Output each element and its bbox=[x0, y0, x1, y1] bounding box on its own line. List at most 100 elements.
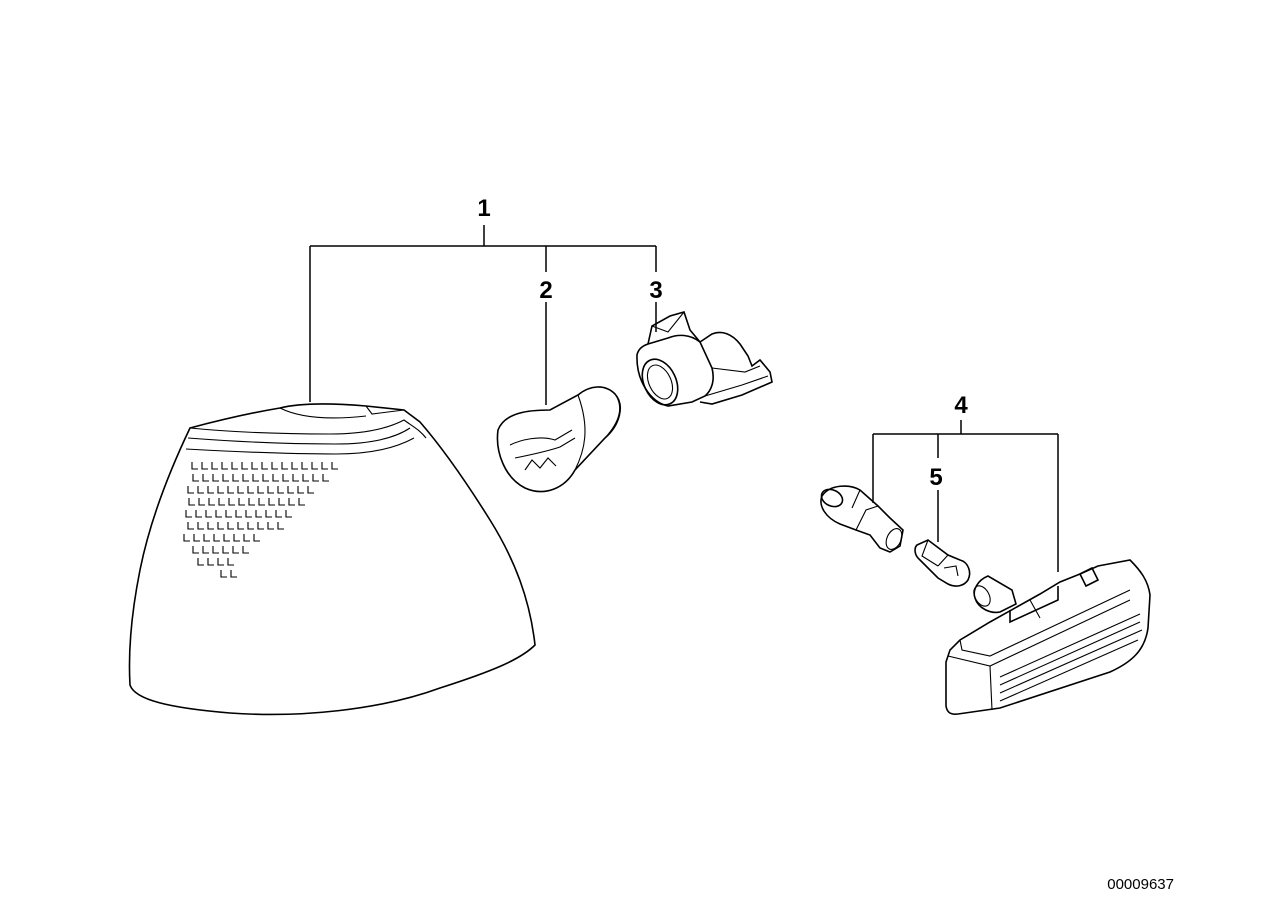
turn-indicator-lens bbox=[128, 403, 536, 716]
lens-pattern-cell bbox=[217, 522, 224, 530]
lens-pattern-cell bbox=[202, 546, 209, 554]
lens-pattern-cell bbox=[291, 462, 298, 470]
lens-pattern-cell bbox=[277, 486, 284, 494]
lens-pattern-cell bbox=[247, 486, 254, 494]
bulb-socket-icon bbox=[636, 311, 773, 407]
lens-pattern-cell bbox=[187, 486, 194, 494]
callout-label-1: 1 bbox=[477, 195, 490, 222]
lens-pattern-cell bbox=[225, 510, 232, 518]
lens-pattern-cell bbox=[191, 462, 198, 470]
lens-pattern-cell bbox=[255, 510, 262, 518]
lens-pattern-cell bbox=[212, 474, 219, 482]
lens-pattern-cell bbox=[237, 522, 244, 530]
lens-pattern-cell bbox=[257, 522, 264, 530]
lens-pattern-cell bbox=[241, 462, 248, 470]
lens-pattern-cell bbox=[185, 510, 192, 518]
lens-pattern-cell bbox=[230, 570, 237, 578]
lens-pattern-cell bbox=[237, 486, 244, 494]
lens-pattern-cell bbox=[331, 462, 338, 470]
lens-pattern-cell bbox=[297, 486, 304, 494]
lens-pattern-cell bbox=[232, 546, 239, 554]
lens-pattern-cell bbox=[202, 474, 209, 482]
lens-pattern-cell bbox=[188, 498, 195, 506]
lens-pattern-cell bbox=[292, 474, 299, 482]
lens-pattern-cell bbox=[187, 522, 194, 530]
lens-pattern-cell bbox=[217, 486, 224, 494]
lens-pattern-cell bbox=[312, 474, 319, 482]
lens-pattern-cell bbox=[267, 486, 274, 494]
lens-pattern-cell bbox=[223, 534, 230, 542]
callout-label-2: 2 bbox=[539, 277, 552, 304]
lens-pattern-cell bbox=[251, 462, 258, 470]
lens-pattern-cell bbox=[183, 534, 190, 542]
lens-pattern-cell bbox=[262, 474, 269, 482]
lens-pattern-cell bbox=[217, 558, 224, 566]
lens-pattern-cell bbox=[207, 486, 214, 494]
lens-pattern-cell bbox=[218, 498, 225, 506]
lens-pattern-cell bbox=[253, 534, 260, 542]
lens-pattern-cell bbox=[298, 498, 305, 506]
lens-pattern-cell bbox=[228, 498, 235, 506]
lens-pattern-cell bbox=[207, 522, 214, 530]
lens-pattern-cell bbox=[212, 546, 219, 554]
lens-pattern-cell bbox=[252, 474, 259, 482]
lens-pattern-cell bbox=[215, 510, 222, 518]
lens-pattern-cell bbox=[205, 510, 212, 518]
lens-pattern-cell bbox=[282, 474, 289, 482]
lens-pattern-cell bbox=[211, 462, 218, 470]
lens-pattern-cell bbox=[267, 522, 274, 530]
lens-pattern-cell bbox=[227, 522, 234, 530]
lens-pattern-cell bbox=[322, 474, 329, 482]
lens-pattern-cell bbox=[311, 462, 318, 470]
lens-pattern-cell bbox=[222, 474, 229, 482]
lens-pattern-cell bbox=[197, 486, 204, 494]
lens-pattern-cell bbox=[265, 510, 272, 518]
side-marker-light bbox=[945, 559, 1151, 715]
lens-pattern-cell bbox=[307, 486, 314, 494]
lens-pattern-grid bbox=[183, 462, 338, 578]
lens-pattern-cell bbox=[245, 510, 252, 518]
lens-pattern-cell bbox=[221, 462, 228, 470]
lens-pattern-cell bbox=[275, 510, 282, 518]
lens-pattern-cell bbox=[207, 558, 214, 566]
lens-pattern-cell bbox=[321, 462, 328, 470]
lens-pattern-cell bbox=[201, 462, 208, 470]
lens-pattern-cell bbox=[197, 522, 204, 530]
lens-pattern-cell bbox=[302, 474, 309, 482]
callout-group-4 bbox=[872, 420, 1059, 572]
lens-pattern-cell bbox=[281, 462, 288, 470]
lens-pattern-cell bbox=[261, 462, 268, 470]
lens-pattern-cell bbox=[227, 486, 234, 494]
lens-pattern-cell bbox=[220, 570, 227, 578]
lens-pattern-cell bbox=[195, 510, 202, 518]
lens-pattern-cell bbox=[278, 498, 285, 506]
lens-pattern-cell bbox=[287, 486, 294, 494]
lens-pattern-cell bbox=[238, 498, 245, 506]
callout-label-4: 4 bbox=[954, 392, 968, 419]
lens-pattern-cell bbox=[233, 534, 240, 542]
lens-pattern-cell bbox=[192, 474, 199, 482]
lens-pattern-cell bbox=[285, 510, 292, 518]
lens-pattern-cell bbox=[242, 546, 249, 554]
lens-pattern-cell bbox=[208, 498, 215, 506]
lens-pattern-cell bbox=[231, 462, 238, 470]
lens-pattern-cell bbox=[243, 534, 250, 542]
lens-pattern-cell bbox=[272, 474, 279, 482]
bulb-icon bbox=[496, 386, 621, 493]
lens-pattern-cell bbox=[222, 546, 229, 554]
lens-pattern-cell bbox=[198, 498, 205, 506]
lens-pattern-cell bbox=[235, 510, 242, 518]
lens-pattern-cell bbox=[203, 534, 210, 542]
diagram-number: 00009637 bbox=[1107, 876, 1174, 893]
lens-pattern-cell bbox=[248, 498, 255, 506]
lens-pattern-cell bbox=[258, 498, 265, 506]
lens-pattern-cell bbox=[232, 474, 239, 482]
lens-pattern-cell bbox=[268, 498, 275, 506]
callout-label-3: 3 bbox=[649, 277, 662, 304]
lens-pattern-cell bbox=[192, 546, 199, 554]
lens-pattern-cell bbox=[271, 462, 278, 470]
lens-pattern-cell bbox=[301, 462, 308, 470]
lens-pattern-cell bbox=[193, 534, 200, 542]
callout-group-1 bbox=[309, 225, 657, 402]
